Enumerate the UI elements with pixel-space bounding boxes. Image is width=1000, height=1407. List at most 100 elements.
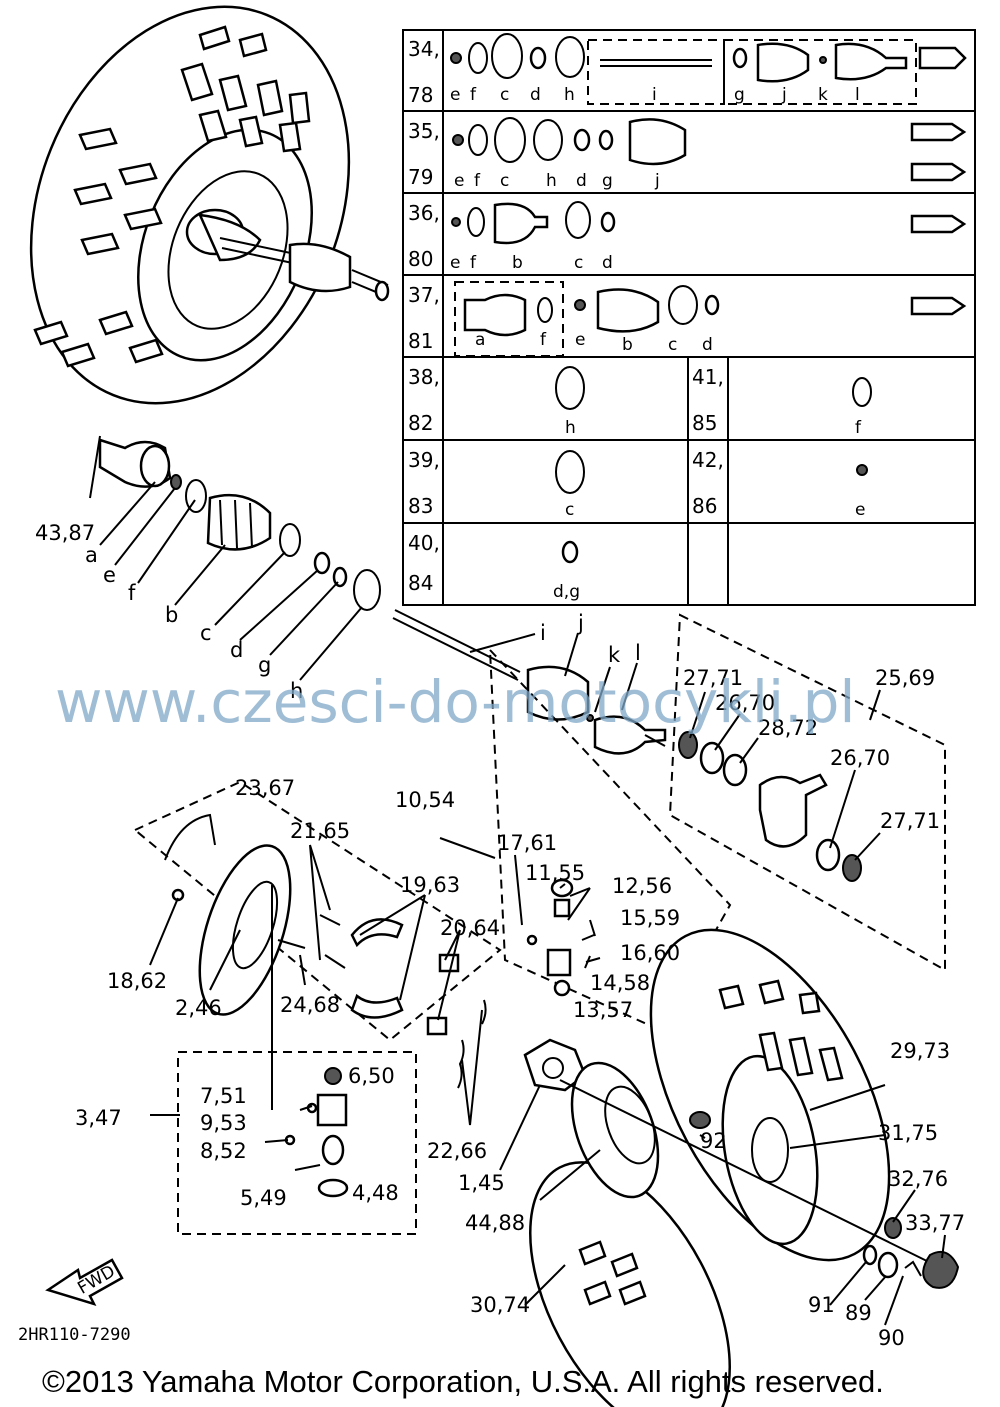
callout-8-52: 8,52 bbox=[200, 1139, 247, 1163]
callout-17-61: 17,61 bbox=[497, 831, 557, 855]
label-43-87: 43,87 bbox=[35, 521, 95, 545]
table-row-5-bottom: 82 bbox=[408, 411, 433, 435]
copyright-text: ©2013 Yamaha Motor Corporation, U.S.A. A… bbox=[42, 1364, 884, 1399]
row6-right-letter-e: e bbox=[855, 500, 865, 520]
callout-2-46: 2,46 bbox=[175, 996, 222, 1020]
watermark-text: www.czesci-do-motocykli.pl bbox=[55, 668, 856, 736]
upper-tire-illustration bbox=[29, 5, 390, 405]
shaft-leader-lines bbox=[89, 435, 638, 713]
brake-plate-group bbox=[133, 780, 502, 1089]
row2-letter-e: e bbox=[454, 171, 464, 191]
row4-letter-c: c bbox=[668, 335, 677, 355]
callout-25-69: 25,69 bbox=[875, 666, 935, 690]
row2-letter-f: f bbox=[474, 171, 481, 191]
shaft-labels: 43,87 a e f b c d g h i j k l bbox=[35, 521, 641, 703]
table-row-6-top: 39, bbox=[408, 448, 440, 472]
label-j: j bbox=[577, 611, 584, 635]
row3-letter-f: f bbox=[470, 253, 477, 273]
callout-14-58: 14,58 bbox=[590, 971, 650, 995]
table-row-7-top: 40, bbox=[408, 531, 440, 555]
row3-letter-e: e bbox=[450, 253, 460, 273]
table-row-3-bottom: 80 bbox=[408, 247, 433, 271]
callout-18-62: 18,62 bbox=[107, 969, 167, 993]
row5-right-letter-f: f bbox=[855, 418, 862, 438]
row4-letter-f: f bbox=[540, 330, 547, 350]
table-row-5-right-top: 41, bbox=[692, 365, 724, 389]
row3-letter-c: c bbox=[574, 253, 583, 273]
row4-letter-a: a bbox=[475, 330, 485, 350]
callout-90: 90 bbox=[878, 1326, 905, 1350]
table-row-6-bottom: 83 bbox=[408, 494, 433, 518]
row2-letter-c: c bbox=[500, 171, 509, 191]
callout-5-49: 5,49 bbox=[240, 1186, 287, 1210]
table-row-5-top: 38, bbox=[408, 365, 440, 389]
table-row-6-right-bottom: 86 bbox=[692, 494, 717, 518]
callout-26-70-b: 26,70 bbox=[830, 746, 890, 770]
label-e: e bbox=[103, 563, 116, 587]
table-row-2-bottom: 79 bbox=[408, 165, 433, 189]
callout-31-75: 31,75 bbox=[878, 1121, 938, 1145]
callout-28-72: 28,72 bbox=[758, 716, 818, 740]
row1-letter-g: g bbox=[734, 85, 745, 105]
callout-4-48: 4,48 bbox=[352, 1181, 399, 1205]
callout-24-68: 24,68 bbox=[280, 993, 340, 1017]
label-g: g bbox=[258, 653, 271, 677]
callout-27-71-a: 27,71 bbox=[683, 666, 743, 690]
label-c: c bbox=[200, 621, 212, 645]
callout-11-55: 11,55 bbox=[525, 861, 585, 885]
forward-arrow: FWD bbox=[45, 1258, 124, 1307]
row1-letter-i: i bbox=[652, 85, 657, 105]
table-row-6-right-top: 42, bbox=[692, 448, 724, 472]
row1-letter-h: h bbox=[564, 85, 575, 105]
label-f: f bbox=[128, 581, 136, 605]
callout-29-73: 29,73 bbox=[890, 1039, 950, 1063]
row2-letter-d: d bbox=[576, 171, 587, 191]
row2-letter-g: g bbox=[602, 171, 613, 191]
label-a: a bbox=[85, 543, 98, 567]
row1-letter-d: d bbox=[530, 85, 541, 105]
callout-6-50: 6,50 bbox=[348, 1064, 395, 1088]
table-row-7-bottom: 84 bbox=[408, 571, 433, 595]
callout-91: 91 bbox=[808, 1293, 835, 1317]
row4-letter-d: d bbox=[702, 335, 713, 355]
callout-30-74: 30,74 bbox=[470, 1293, 530, 1317]
row1-letter-k: k bbox=[818, 85, 828, 105]
hub-and-lower-wheel bbox=[523, 928, 960, 1407]
callout-3-47: 3,47 bbox=[75, 1106, 122, 1130]
callout-leader-lines bbox=[149, 689, 946, 1326]
label-l: l bbox=[635, 641, 641, 665]
row4-letter-b: b bbox=[622, 335, 633, 355]
table-row-4-bottom: 81 bbox=[408, 329, 433, 353]
label-d: d bbox=[230, 638, 243, 662]
row2-letter-h: h bbox=[546, 171, 557, 191]
kit-reference-table: 34, 78 35, 79 36, 80 37, 81 38, 82 39, 8… bbox=[402, 29, 976, 606]
table-row-1-bottom: 78 bbox=[408, 83, 433, 107]
callout-12-56: 12,56 bbox=[612, 874, 672, 898]
callout-89: 89 bbox=[845, 1301, 872, 1325]
callout-10-54: 10,54 bbox=[395, 788, 455, 812]
callout-19-63: 19,63 bbox=[400, 873, 460, 897]
callout-44-88: 44,88 bbox=[465, 1211, 525, 1235]
callout-16-60: 16,60 bbox=[620, 941, 680, 965]
callout-23-67: 23,67 bbox=[235, 776, 295, 800]
label-i: i bbox=[540, 621, 546, 645]
callout-21-65: 21,65 bbox=[290, 819, 350, 843]
row7-letter-dg: d,g bbox=[553, 582, 580, 602]
row1-letter-f: f bbox=[470, 85, 477, 105]
table-row-3-top: 36, bbox=[408, 201, 440, 225]
table-letters: e f c d h i g j k l e f c h d g j e f b … bbox=[450, 85, 865, 602]
callout-7-51: 7,51 bbox=[200, 1084, 247, 1108]
knuckle-assembly bbox=[668, 613, 946, 972]
callout-1-45: 1,45 bbox=[458, 1171, 505, 1195]
master-cylinder-group bbox=[177, 885, 417, 1235]
label-k: k bbox=[608, 643, 621, 667]
callout-92: 92 bbox=[700, 1129, 727, 1153]
label-h: h bbox=[290, 679, 303, 703]
table-row-1-top: 34, bbox=[408, 37, 440, 61]
callout-13-57: 13,57 bbox=[573, 998, 633, 1022]
label-b: b bbox=[165, 603, 178, 627]
table-row-2-top: 35, bbox=[408, 119, 440, 143]
row5-letter-h: h bbox=[565, 418, 576, 438]
row6-letter-c: c bbox=[565, 500, 574, 520]
